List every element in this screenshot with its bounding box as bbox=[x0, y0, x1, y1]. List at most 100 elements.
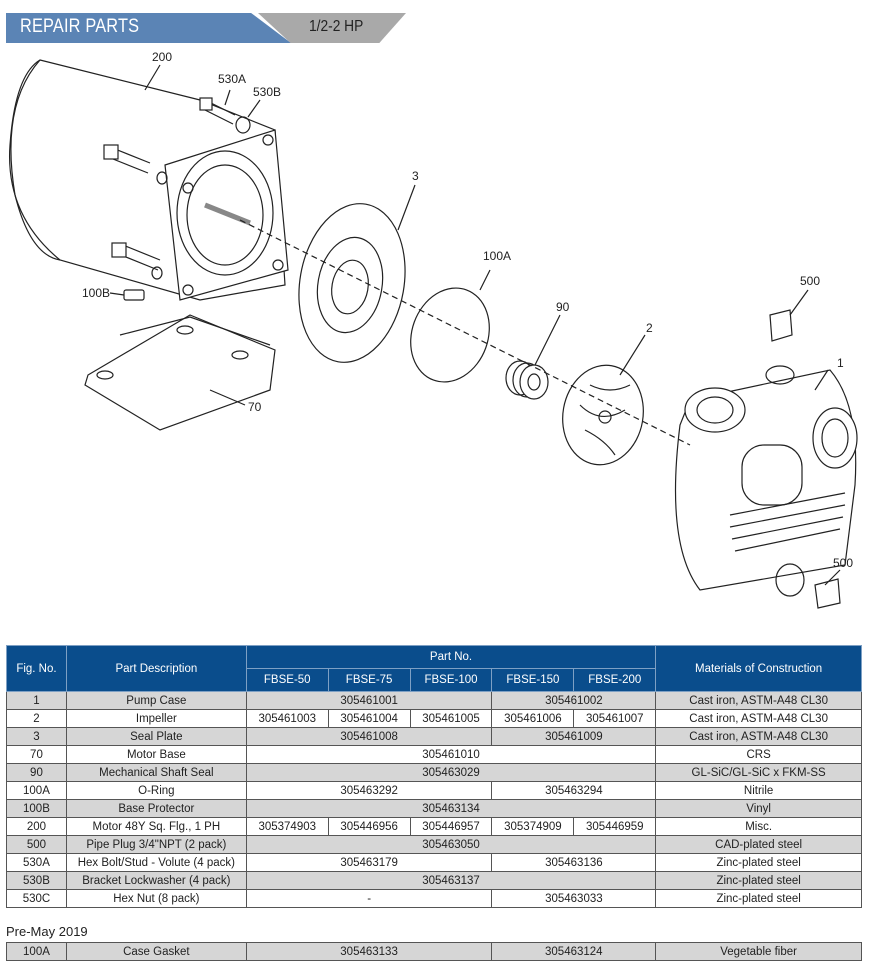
fig-no: 90 bbox=[6, 763, 67, 782]
part-number: 305461007 bbox=[573, 709, 657, 728]
header-model: FBSE-100 bbox=[409, 668, 493, 692]
part-number: 305461005 bbox=[409, 709, 493, 728]
part-number: 305446957 bbox=[409, 817, 493, 836]
part-number: 305463294 bbox=[491, 781, 657, 800]
page-title: REPAIR PARTS bbox=[20, 16, 140, 37]
part-description: O-Ring bbox=[65, 781, 247, 800]
part-number: 305463050 bbox=[245, 835, 657, 854]
callout-2: 2 bbox=[646, 321, 653, 335]
header-materials: Materials of Construction bbox=[655, 645, 862, 692]
header-model: FBSE-50 bbox=[245, 668, 329, 692]
part-number: 305463033 bbox=[491, 889, 657, 908]
material: CRS bbox=[655, 745, 862, 764]
shaft-seal-drawing bbox=[505, 360, 549, 400]
fig-no: 1 bbox=[6, 691, 67, 710]
part-number: 305461008 bbox=[245, 727, 493, 746]
hp-range: 1/2-2 HP bbox=[309, 18, 364, 35]
material: Zinc-plated steel bbox=[655, 889, 862, 908]
banner-title-bg bbox=[6, 13, 291, 43]
table-row: 500 Pipe Plug 3/4"NPT (2 pack) 305463050… bbox=[6, 835, 862, 854]
table-row: 90 Mechanical Shaft Seal 305463029 GL-Si… bbox=[6, 763, 862, 782]
part-description: Pump Case bbox=[65, 691, 247, 710]
material: Zinc-plated steel bbox=[655, 871, 862, 890]
fig-no: 100A bbox=[6, 942, 67, 961]
callout-3: 3 bbox=[412, 169, 419, 183]
table-row: 530C Hex Nut (8 pack) - 305463033 Zinc-p… bbox=[6, 889, 862, 908]
table-row: 3 Seal Plate 305461008 305461009 Cast ir… bbox=[6, 727, 862, 746]
table-row: 70 Motor Base 305461010 CRS bbox=[6, 745, 862, 764]
table-row: 2 Impeller 305461003 305461004 305461005… bbox=[6, 709, 862, 728]
header-banner: REPAIR PARTS 1/2-2 HP bbox=[6, 13, 406, 43]
part-description: Motor Base bbox=[65, 745, 247, 764]
fig-no: 70 bbox=[6, 745, 67, 764]
part-number: 305463136 bbox=[491, 853, 657, 872]
material: GL-SiC/GL-SiC x FKM-SS bbox=[655, 763, 862, 782]
part-description: Pipe Plug 3/4"NPT (2 pack) bbox=[65, 835, 247, 854]
table-row: 100B Base Protector 305463134 Vinyl bbox=[6, 799, 862, 818]
part-description: Bracket Lockwasher (4 pack) bbox=[65, 871, 247, 890]
material: Cast iron, ASTM-A48 CL30 bbox=[655, 727, 862, 746]
fig-no: 500 bbox=[6, 835, 67, 854]
pre-may-title: Pre-May 2019 bbox=[6, 924, 88, 939]
callout-500-top: 500 bbox=[800, 274, 820, 288]
fig-no: 530B bbox=[6, 871, 67, 890]
part-number: 305463292 bbox=[245, 781, 493, 800]
material: Vegetable fiber bbox=[655, 942, 862, 961]
part-number: 305461003 bbox=[245, 709, 329, 728]
callout-100b: 100B bbox=[82, 286, 110, 300]
table-row: 1 Pump Case 305461001 305461002 Cast iro… bbox=[6, 691, 862, 710]
table-row: 100A Case Gasket 305463133 305463124 Veg… bbox=[6, 942, 862, 961]
part-description: Motor 48Y Sq. Flg., 1 PH bbox=[65, 817, 247, 836]
fig-no: 100B bbox=[6, 799, 67, 818]
part-number: 305463133 bbox=[245, 942, 493, 961]
part-number: 305463179 bbox=[245, 853, 493, 872]
part-number: 305463029 bbox=[245, 763, 657, 782]
part-description: Impeller bbox=[65, 709, 247, 728]
part-number: 305463134 bbox=[245, 799, 657, 818]
part-number: 305461010 bbox=[245, 745, 657, 764]
fig-no: 200 bbox=[6, 817, 67, 836]
header-fig-no: Fig. No. bbox=[6, 645, 67, 692]
material: Cast iron, ASTM-A48 CL30 bbox=[655, 691, 862, 710]
motor-base-drawing bbox=[84, 289, 276, 431]
part-number: 305461002 bbox=[491, 691, 657, 710]
part-description: Hex Bolt/Stud - Volute (4 pack) bbox=[65, 853, 247, 872]
motor-drawing bbox=[8, 59, 289, 301]
part-description: Base Protector bbox=[65, 799, 247, 818]
pre-may-table: 100A Case Gasket 305463133 305463124 Veg… bbox=[6, 942, 862, 961]
part-number: 305461009 bbox=[491, 727, 657, 746]
header-model: FBSE-150 bbox=[491, 668, 575, 692]
callout-90: 90 bbox=[556, 300, 570, 314]
callout-530a: 530A bbox=[218, 72, 246, 86]
pump-case-drawing bbox=[674, 309, 858, 609]
part-number: 305374903 bbox=[245, 817, 329, 836]
part-number: 305374909 bbox=[491, 817, 575, 836]
header-model: FBSE-75 bbox=[327, 668, 411, 692]
fig-no: 530A bbox=[6, 853, 67, 872]
material: Zinc-plated steel bbox=[655, 853, 862, 872]
impeller-drawing bbox=[562, 364, 644, 466]
part-number: - bbox=[245, 889, 493, 908]
header-part-no: Part No. bbox=[245, 645, 657, 669]
part-number: 305463137 bbox=[245, 871, 657, 890]
fig-no: 100A bbox=[6, 781, 67, 800]
seal-plate-drawing bbox=[298, 203, 406, 363]
fig-no: 530C bbox=[6, 889, 67, 908]
part-number: 305461006 bbox=[491, 709, 575, 728]
table-row: 530B Bracket Lockwasher (4 pack) 3054631… bbox=[6, 871, 862, 890]
header-part-description: Part Description bbox=[65, 645, 247, 692]
callout-500-bottom: 500 bbox=[833, 556, 853, 570]
table-row: 530A Hex Bolt/Stud - Volute (4 pack) 305… bbox=[6, 853, 862, 872]
part-description: Seal Plate bbox=[65, 727, 247, 746]
callout-1: 1 bbox=[837, 356, 844, 370]
part-number: 305446956 bbox=[327, 817, 411, 836]
callout-70: 70 bbox=[248, 400, 262, 414]
part-description: Mechanical Shaft Seal bbox=[65, 763, 247, 782]
material: Nitrile bbox=[655, 781, 862, 800]
exploded-diagram: 200 530A 530B 3 100A 90 2 500 1 500 100B… bbox=[8, 50, 858, 609]
material: Misc. bbox=[655, 817, 862, 836]
part-number: 305446959 bbox=[573, 817, 657, 836]
part-number: 305463124 bbox=[491, 942, 657, 961]
table-row: 100A O-Ring 305463292 305463294 Nitrile bbox=[6, 781, 862, 800]
fig-no: 3 bbox=[6, 727, 67, 746]
